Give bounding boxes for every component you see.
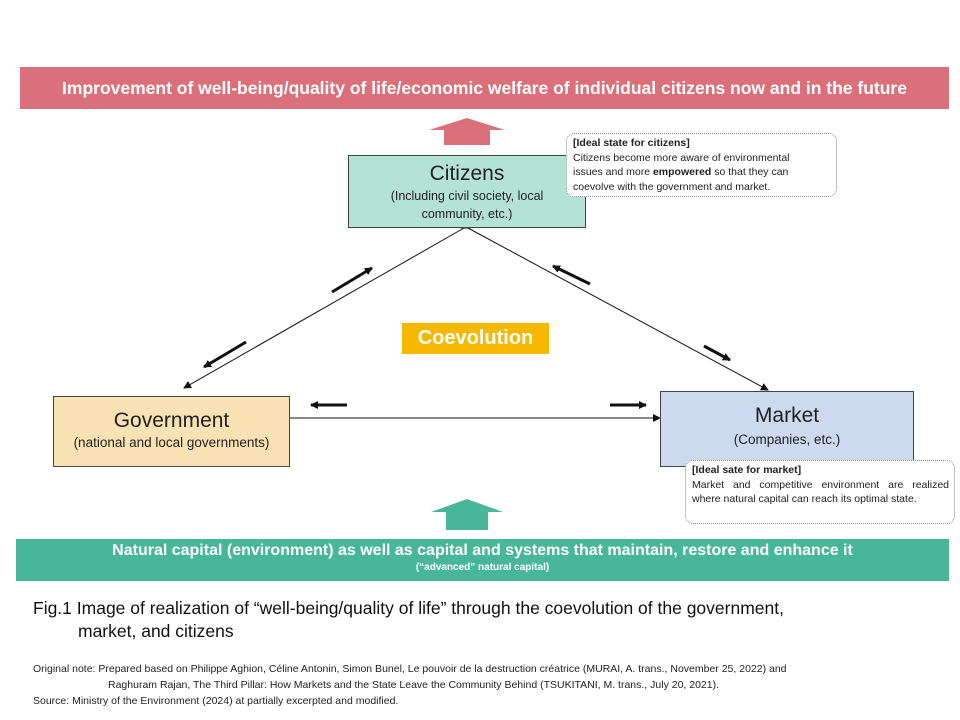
- figure-caption: Fig.1 Image of realization of “well-bein…: [33, 597, 953, 643]
- caption-line2: market, and citizens: [78, 621, 234, 641]
- government-subtitle: (national and local governments): [73, 435, 270, 450]
- coevolution-label: Coevolution: [402, 323, 549, 354]
- citizens-ideal-state-note: [Ideal state for citizens] Citizens beco…: [566, 133, 837, 197]
- citizens-subtitle-line1: (Including civil society, local: [390, 189, 544, 203]
- citizens-government-line: [183, 221, 473, 389]
- market-ideal-state-note: [Ideal sate for market] Market and compe…: [685, 460, 955, 524]
- bottom-banner-main: Natural capital (environment) as well as…: [112, 542, 853, 559]
- market-box: Market (Companies, etc.): [660, 391, 914, 467]
- bottom-banner-sub: (“advanced” natural capital): [415, 562, 550, 573]
- note-body: Market and competitive environment are r…: [692, 478, 949, 506]
- market-subtitle: (Companies, etc.): [733, 432, 841, 447]
- citizens-title: Citizens: [429, 162, 505, 185]
- original-note-line1: Original note: Prepared based on Philipp…: [33, 663, 787, 675]
- caption-line1: Fig.1 Image of realization of “well-bein…: [33, 598, 784, 618]
- market-title: Market: [754, 404, 820, 427]
- note-line: coevolve with the government and market.: [573, 180, 771, 193]
- note-line: Citizens become more aware of environmen…: [573, 151, 790, 164]
- note-line: issues and more empowered so that they c…: [573, 165, 831, 180]
- original-note-line2: Raghuram Rajan, The Third Pillar: How Ma…: [108, 679, 720, 691]
- bold-arrow-icon: [552, 264, 591, 286]
- note-text: so that they can: [711, 166, 789, 178]
- bold-arrow-icon: [203, 340, 247, 369]
- bold-arrow-icon: [703, 344, 731, 362]
- top-banner: Improvement of well-being/quality of lif…: [20, 67, 949, 109]
- original-note: Original note: Prepared based on Philipp…: [33, 661, 958, 709]
- government-title: Government: [113, 409, 230, 432]
- note-emphasis: empowered: [652, 166, 712, 178]
- government-box: Government (national and local governmen…: [53, 396, 290, 467]
- bold-arrow-icon: [331, 266, 373, 294]
- note-text: issues and more: [573, 166, 653, 178]
- note-heading: [Ideal state for citizens]: [573, 137, 690, 149]
- citizens-box: Citizens (Including civil society, local…: [348, 155, 586, 228]
- citizens-market-line: [459, 221, 769, 391]
- source-line: Source: Ministry of the Environment (202…: [33, 695, 399, 707]
- up-arrow-icon: [431, 499, 503, 530]
- note-heading: [Ideal sate for market]: [692, 464, 802, 476]
- up-arrow-icon: [429, 118, 505, 145]
- citizens-subtitle-line2: community, etc.): [421, 207, 513, 221]
- bottom-banner: Natural capital (environment) as well as…: [16, 539, 949, 581]
